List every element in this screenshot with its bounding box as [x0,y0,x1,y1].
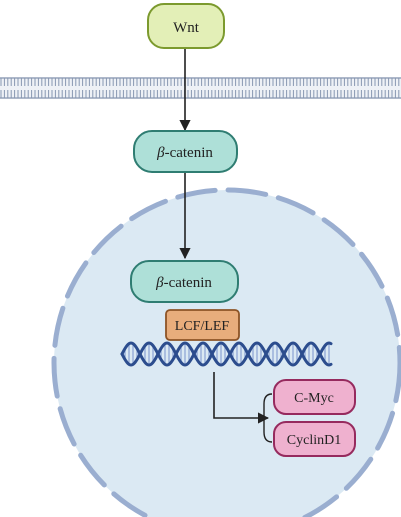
lcf-lef-label: LCF/LEF [175,319,230,334]
lcf-lef-box [165,309,240,341]
beta-symbol: β [156,145,165,161]
c-myc-box [273,379,356,415]
beta-symbol: β [155,275,164,291]
cyclind1-box [273,421,356,457]
beta-catenin-nucleus-node: β-catenin [130,260,239,303]
beta-catenin-nucleus-box [130,260,239,303]
cyclind1-label: CyclinD1 [287,433,341,448]
nucleus [51,187,401,517]
cyclind1-node: CyclinD1 [273,421,356,457]
wnt-box [147,3,225,49]
c-myc-label: C-Myc [294,391,334,406]
beta-catenin-cytoplasm-label: β-catenin [156,145,213,161]
arrow-dna-to-targets [213,372,270,424]
wnt-label: Wnt [173,20,200,36]
target-genes-bracket [263,393,273,443]
beta-catenin-cytoplasm-node: β-catenin [133,130,238,173]
cell-membrane-icon [0,77,401,99]
nuclear-envelope-icon [51,187,401,517]
dna-helix-icon [120,341,333,367]
catenin-text: -catenin [164,275,213,291]
catenin-text: -catenin [165,145,214,161]
beta-catenin-cytoplasm-box [133,130,238,173]
beta-catenin-nucleus-label: β-catenin [155,275,212,291]
lcf-lef-node: LCF/LEF [165,309,240,341]
c-myc-node: C-Myc [273,379,356,415]
wnt-node: Wnt [147,3,225,49]
